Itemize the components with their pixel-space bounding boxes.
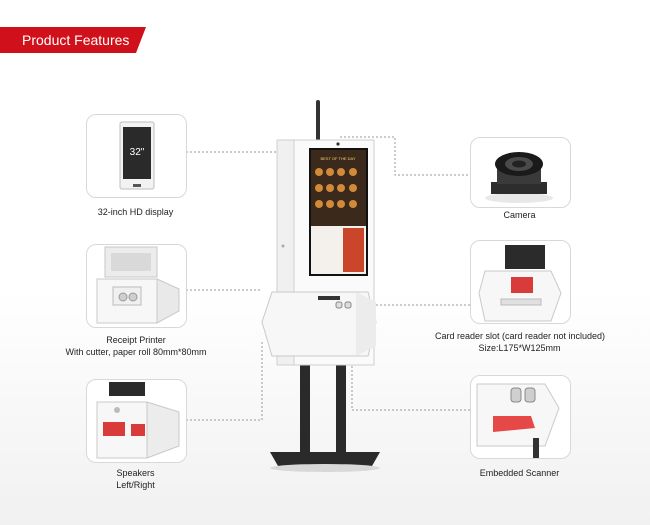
banner-shape (0, 27, 146, 53)
scanner-thumbnail (470, 375, 571, 459)
display-size-label: 32" (129, 147, 145, 158)
speakers-caption-line1: Speakers (116, 468, 155, 478)
speakers-caption-line2: Left/Right (116, 480, 155, 490)
display-caption: 32-inch HD display (97, 207, 174, 217)
section-banner: Product Features (0, 27, 146, 53)
camera-lens-icon (485, 152, 553, 203)
speaker-left-icon (103, 422, 125, 436)
kiosk-pole-right (336, 352, 346, 454)
card-reader-caption-line2: Size:L175*W125mm (478, 343, 561, 353)
card-reader-caption-line1: Card reader slot (card reader not includ… (434, 331, 606, 341)
printer-illustration (96, 246, 180, 324)
leader-speakers (186, 340, 263, 421)
kiosk-pole-left (300, 352, 310, 454)
kiosk-camera-icon (336, 142, 340, 146)
card-slot-icon (511, 277, 533, 293)
printer-caption-line2: With cutter, paper roll 80mm*80mm (65, 347, 207, 357)
display-illustration (119, 121, 155, 190)
printer-thumbnail (86, 244, 187, 328)
kiosk-base (270, 452, 380, 466)
leader-camera (340, 136, 470, 176)
leader-scanner (351, 330, 470, 411)
printer-caption-line1: Receipt Printer (106, 335, 166, 345)
menu-banner-text: BEST OF THE DAY (320, 156, 355, 161)
antenna-icon (316, 100, 320, 142)
camera-thumbnail (470, 137, 571, 208)
speakers-thumbnail (86, 379, 187, 463)
section-title: Product Features (22, 32, 130, 48)
display-thumbnail: 32" (86, 114, 187, 198)
scanner-caption: Embedded Scanner (479, 468, 560, 478)
printer-slot (318, 296, 340, 300)
card-reader-thumbnail (470, 240, 571, 324)
card-reader-illustration (478, 245, 562, 322)
camera-caption: Camera (503, 210, 536, 220)
speakers-illustration (96, 382, 180, 459)
speaker-right-icon (131, 424, 145, 436)
scanner-window-icon (476, 383, 560, 458)
